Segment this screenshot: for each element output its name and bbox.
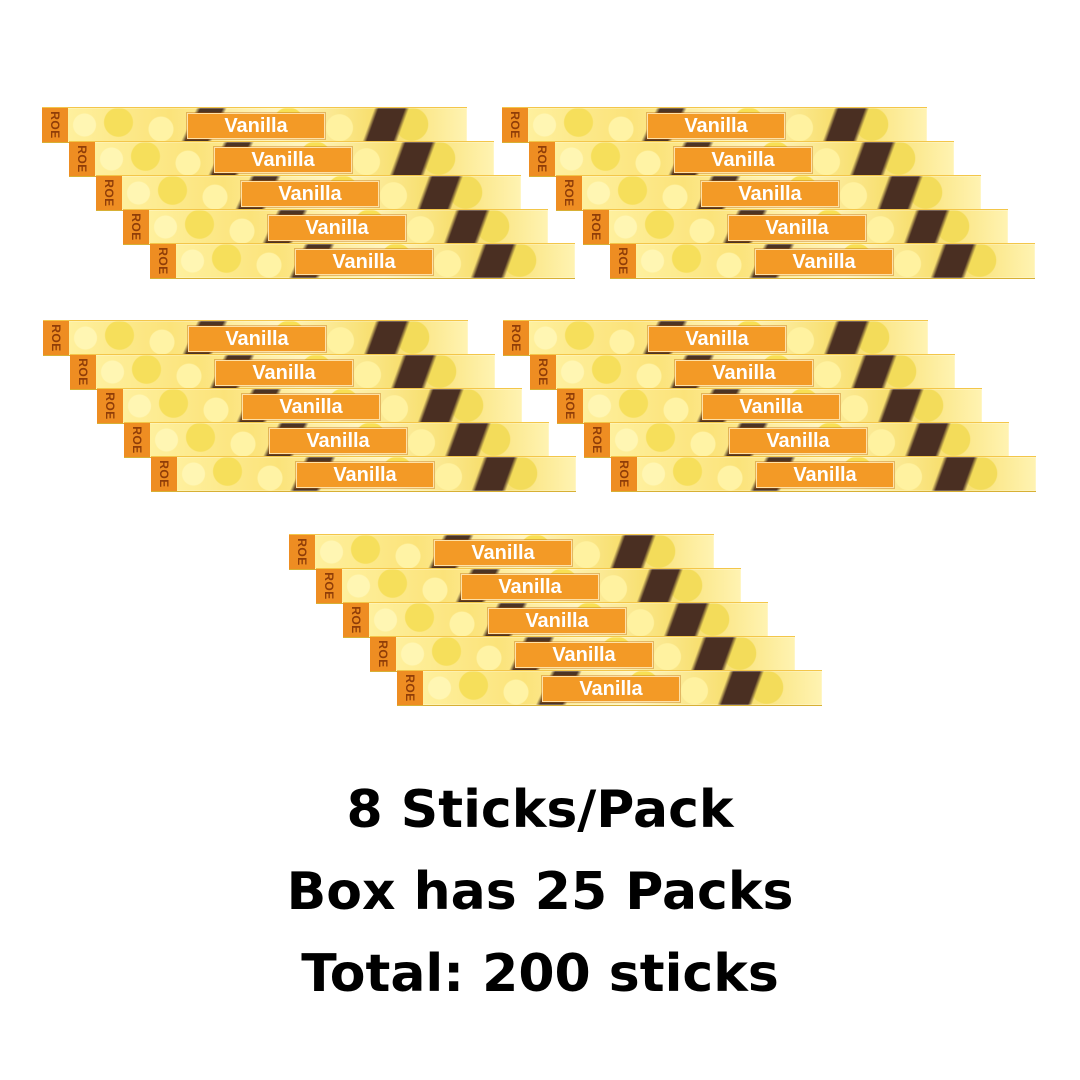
- incense-pack: ROE Vanilla: [123, 209, 548, 245]
- flavor-label: Vanilla: [269, 428, 407, 454]
- brand-side-strip: ROE: [124, 423, 150, 457]
- brand-side-strip: ROE: [503, 321, 529, 355]
- flavor-label: Vanilla: [675, 360, 813, 386]
- brand-side-strip: ROE: [556, 176, 582, 210]
- brand-side-strip: ROE: [70, 355, 96, 389]
- incense-pack: ROE Vanilla: [124, 422, 549, 458]
- flavor-label: Vanilla: [214, 147, 352, 173]
- incense-pack: ROE Vanilla: [96, 175, 521, 211]
- flavor-label: Vanilla: [701, 181, 839, 207]
- brand-side-strip: ROE: [530, 355, 556, 389]
- pack-group: ROE Vanilla ROE Vanilla ROE Vanilla ROE …: [289, 534, 849, 714]
- pack-group: ROE Vanilla ROE Vanilla ROE Vanilla ROE …: [42, 107, 602, 287]
- incense-pack: ROE Vanilla: [611, 456, 1036, 492]
- incense-pack: ROE Vanilla: [289, 534, 714, 570]
- incense-pack: ROE Vanilla: [557, 388, 982, 424]
- incense-pack: ROE Vanilla: [503, 320, 928, 356]
- brand-side-strip: ROE: [316, 569, 342, 603]
- incense-pack: ROE Vanilla: [529, 141, 954, 177]
- total-sticks-text: Total: 200 sticks: [301, 944, 779, 1004]
- flavor-label: Vanilla: [187, 113, 325, 139]
- incense-pack: ROE Vanilla: [43, 320, 468, 356]
- incense-pack: ROE Vanilla: [151, 456, 576, 492]
- flavor-label: Vanilla: [268, 215, 406, 241]
- flavor-label: Vanilla: [434, 540, 572, 566]
- flavor-label: Vanilla: [515, 642, 653, 668]
- flavor-label: Vanilla: [674, 147, 812, 173]
- brand-side-strip: ROE: [502, 108, 528, 142]
- flavor-label: Vanilla: [648, 326, 786, 352]
- incense-pack: ROE Vanilla: [316, 568, 741, 604]
- brand-side-strip: ROE: [123, 210, 149, 244]
- flavor-label: Vanilla: [241, 181, 379, 207]
- brand-side-strip: ROE: [611, 457, 637, 491]
- packs-per-box-text: Box has 25 Packs: [286, 862, 794, 922]
- flavor-label: Vanilla: [188, 326, 326, 352]
- brand-side-strip: ROE: [151, 457, 177, 491]
- flavor-label: Vanilla: [461, 574, 599, 600]
- flavor-label: Vanilla: [542, 676, 680, 702]
- brand-side-strip: ROE: [42, 108, 68, 142]
- pack-group: ROE Vanilla ROE Vanilla ROE Vanilla ROE …: [503, 320, 1063, 500]
- flavor-label: Vanilla: [729, 428, 867, 454]
- sticks-per-pack-text: 8 Sticks/Pack: [346, 780, 734, 840]
- brand-side-strip: ROE: [43, 321, 69, 355]
- flavor-label: Vanilla: [647, 113, 785, 139]
- brand-side-strip: ROE: [97, 389, 123, 423]
- flavor-label: Vanilla: [296, 462, 434, 488]
- flavor-label: Vanilla: [242, 394, 380, 420]
- brand-side-strip: ROE: [584, 423, 610, 457]
- brand-side-strip: ROE: [289, 535, 315, 569]
- incense-pack: ROE Vanilla: [69, 141, 494, 177]
- incense-pack: ROE Vanilla: [397, 670, 822, 706]
- flavor-label: Vanilla: [215, 360, 353, 386]
- incense-pack: ROE Vanilla: [610, 243, 1035, 279]
- brand-side-strip: ROE: [529, 142, 555, 176]
- brand-side-strip: ROE: [583, 210, 609, 244]
- incense-pack: ROE Vanilla: [556, 175, 981, 211]
- brand-side-strip: ROE: [610, 244, 636, 278]
- pack-group: ROE Vanilla ROE Vanilla ROE Vanilla ROE …: [43, 320, 603, 500]
- incense-pack: ROE Vanilla: [343, 602, 768, 638]
- incense-pack: ROE Vanilla: [42, 107, 467, 143]
- flavor-label: Vanilla: [728, 215, 866, 241]
- incense-pack: ROE Vanilla: [150, 243, 575, 279]
- brand-side-strip: ROE: [96, 176, 122, 210]
- incense-pack: ROE Vanilla: [530, 354, 955, 390]
- incense-pack: ROE Vanilla: [502, 107, 927, 143]
- flavor-label: Vanilla: [756, 462, 894, 488]
- incense-pack: ROE Vanilla: [583, 209, 1008, 245]
- incense-pack: ROE Vanilla: [97, 388, 522, 424]
- incense-pack: ROE Vanilla: [584, 422, 1009, 458]
- brand-side-strip: ROE: [343, 603, 369, 637]
- incense-pack: ROE Vanilla: [70, 354, 495, 390]
- brand-side-strip: ROE: [150, 244, 176, 278]
- flavor-label: Vanilla: [295, 249, 433, 275]
- brand-side-strip: ROE: [397, 671, 423, 705]
- brand-side-strip: ROE: [69, 142, 95, 176]
- flavor-label: Vanilla: [755, 249, 893, 275]
- brand-side-strip: ROE: [370, 637, 396, 671]
- incense-pack: ROE Vanilla: [370, 636, 795, 672]
- brand-side-strip: ROE: [557, 389, 583, 423]
- flavor-label: Vanilla: [702, 394, 840, 420]
- flavor-label: Vanilla: [488, 608, 626, 634]
- pack-group: ROE Vanilla ROE Vanilla ROE Vanilla ROE …: [502, 107, 1062, 287]
